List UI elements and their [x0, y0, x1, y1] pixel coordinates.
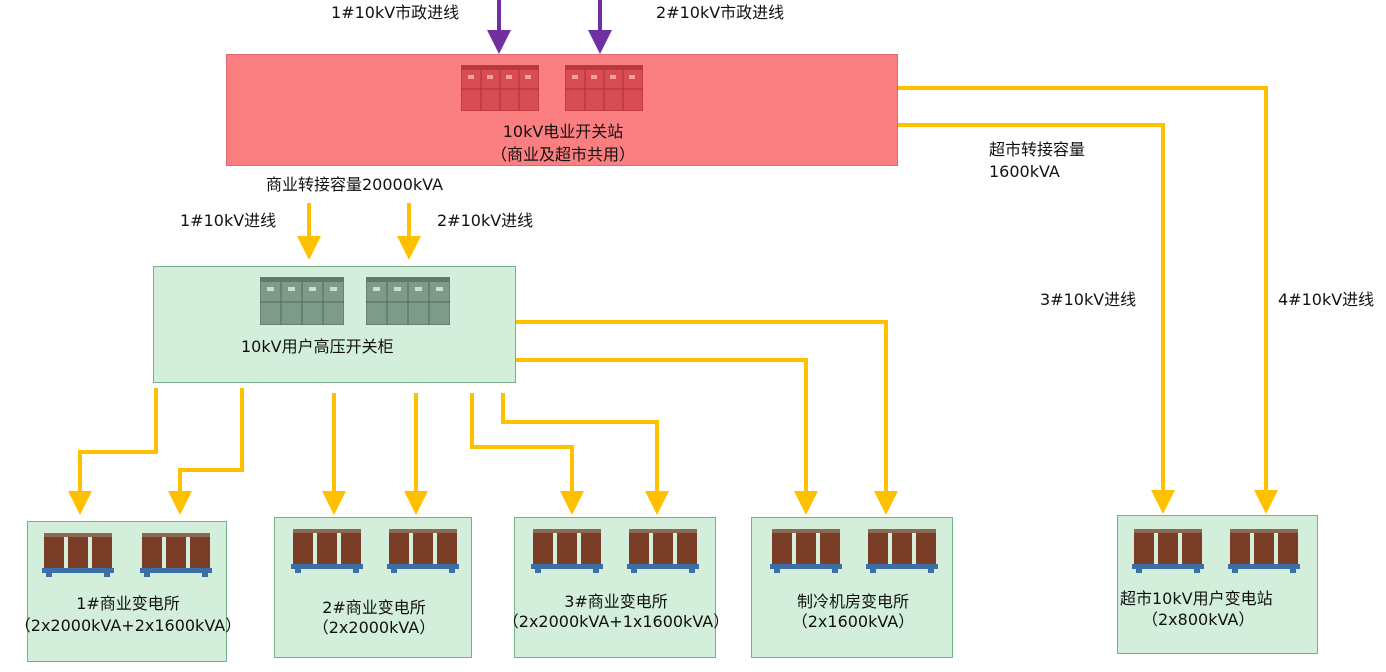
sub4-feed-a — [516, 358, 818, 515]
substation-cooling: 制冷机房变电所 （2x1600kVA） — [751, 517, 953, 658]
supermarket-transfer-label: 超市转接容量 — [989, 140, 1086, 159]
feeder-1-label: 1#10kV进线 — [180, 211, 277, 230]
sub4-feed-b — [516, 320, 898, 515]
transformer-icon — [866, 529, 938, 573]
substation-capacity: （2x2000kVA+2x1600kVA） — [14, 616, 242, 635]
transformer-icon — [770, 529, 842, 573]
substation-name: 3#商业变电所 — [564, 592, 668, 611]
sub3-feed-b — [501, 393, 669, 515]
transformer-icon — [387, 529, 459, 573]
city-feeder-2-label: 2#10kV市政进线 — [656, 3, 785, 22]
substation-name: 2#商业变电所 — [322, 598, 426, 617]
transformer-icon — [42, 533, 114, 577]
transformer-icon — [531, 529, 603, 573]
sub3-feed-a — [470, 393, 584, 515]
substation-capacity: （2x2000kVA+1x1600kVA） — [502, 612, 730, 631]
substation-name: 制冷机房变电所 — [796, 592, 909, 611]
substation-capacity: （2x2000kVA） — [312, 618, 436, 637]
substation-name: 1#商业变电所 — [76, 594, 180, 613]
transformer-icon — [291, 529, 363, 573]
transformer-icon — [140, 533, 212, 577]
sub1-feed-a — [68, 388, 158, 515]
switchgear-name: 10kV用户高压开关柜 — [241, 337, 394, 356]
transformer-icon — [1228, 529, 1300, 573]
feeder-4-label: 4#10kV进线 — [1278, 290, 1375, 309]
switchgear-cabinet-icon — [461, 65, 539, 111]
substation-capacity: （2x1600kVA） — [791, 612, 915, 631]
switchgear-cabinet-icon — [565, 65, 643, 111]
feeder-4-line — [898, 86, 1278, 514]
feeder-3-line — [898, 123, 1175, 514]
switchgear-cabinet-icon — [366, 277, 450, 325]
supermarket-transfer-capacity: 1600kVA — [989, 162, 1060, 181]
station-name: 10kV电业开关站 — [502, 122, 624, 141]
switchgear-cabinet-icon — [260, 277, 344, 325]
station-subtitle: （商业及超市共用） — [490, 145, 635, 164]
substation-capacity: （2x800kVA） — [1142, 610, 1255, 629]
transformer-icon — [627, 529, 699, 573]
substation-2: 2#商业变电所 （2x2000kVA） — [274, 517, 472, 658]
sub1-feed-b — [168, 388, 244, 515]
user-hv-switchgear: 10kV用户高压开关柜 — [153, 266, 516, 383]
city-feeder-1-label: 1#10kV市政进线 — [331, 3, 460, 22]
substation-name: 超市10kV用户变电站 — [1120, 589, 1273, 608]
commercial-transfer-label: 商业转接容量20000kVA — [266, 175, 444, 194]
substation-supermarket: 超市10kV用户变电站 （2x800kVA） — [1117, 515, 1318, 654]
substation-3: 3#商业变电所 （2x2000kVA+1x1600kVA） — [503, 517, 729, 658]
substation-1: 1#商业变电所 （2x2000kVA+2x1600kVA） — [15, 521, 241, 662]
transformer-icon — [1132, 529, 1204, 573]
utility-switching-station: 10kV电业开关站 （商业及超市共用） — [226, 54, 898, 166]
feeder-3-label: 3#10kV进线 — [1040, 290, 1137, 309]
feeder-2-label: 2#10kV进线 — [437, 211, 534, 230]
